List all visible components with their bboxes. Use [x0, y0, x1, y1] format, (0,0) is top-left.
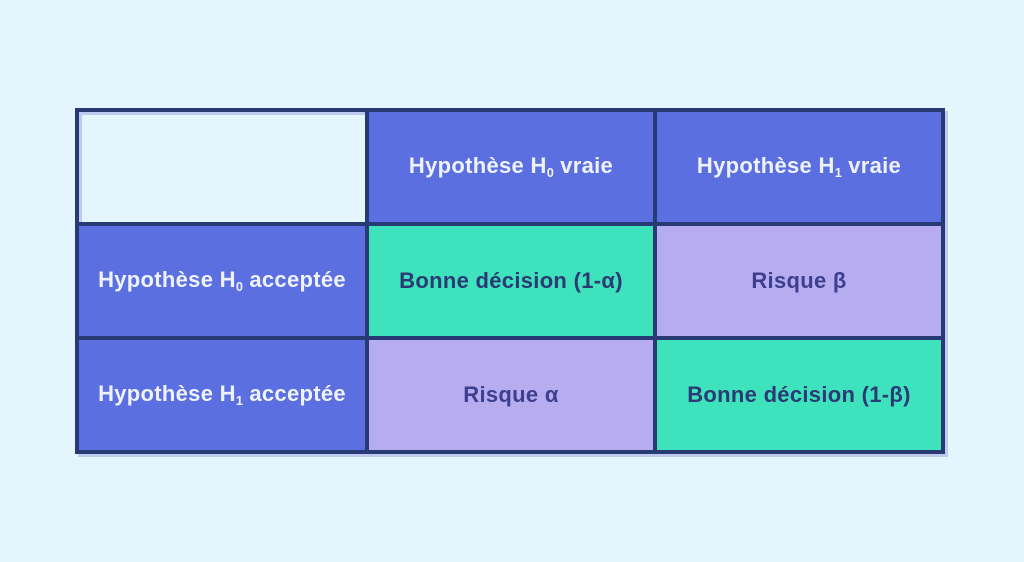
cell-risk-beta: Risque β [653, 222, 945, 340]
label-text: vraie [841, 153, 902, 179]
column-header-row: Hypothèse H0 vraie Hypothèse H1 vraie [75, 108, 945, 226]
col-header-h0-vraie: Hypothèse H0 vraie [365, 108, 657, 226]
label-text: acceptée [242, 267, 346, 293]
row-header-h1-acceptee: Hypothèse H1 acceptée [75, 336, 369, 454]
subscript-text: 1 [235, 393, 243, 409]
table-row: Hypothèse H1 acceptée Risque α Bonne déc… [75, 336, 945, 454]
corner-spacer [75, 108, 369, 226]
label-text: vraie [553, 153, 614, 179]
label-text: acceptée [242, 381, 346, 407]
table-row: Hypothèse H0 acceptée Bonne décision (1-… [75, 222, 945, 340]
subscript-text: 0 [546, 165, 554, 181]
subscript-text: 1 [834, 165, 842, 181]
cell-good-decision-1-alpha: Bonne décision (1-α) [365, 222, 657, 340]
label-text: Hypothèse H [408, 153, 547, 179]
decision-matrix-table: Hypothèse H0 vraie Hypothèse H1 vraie Hy… [75, 108, 945, 454]
cell-good-decision-1-beta: Bonne décision (1-β) [653, 336, 945, 454]
label-text: Hypothèse H [696, 153, 835, 179]
subscript-text: 0 [235, 279, 243, 295]
label-text: Hypothèse H [98, 381, 236, 407]
label-text: Hypothèse H [98, 267, 236, 293]
col-header-h1-vraie: Hypothèse H1 vraie [653, 108, 945, 226]
cell-risk-alpha: Risque α [365, 336, 657, 454]
row-header-h0-acceptee: Hypothèse H0 acceptée [75, 222, 369, 340]
